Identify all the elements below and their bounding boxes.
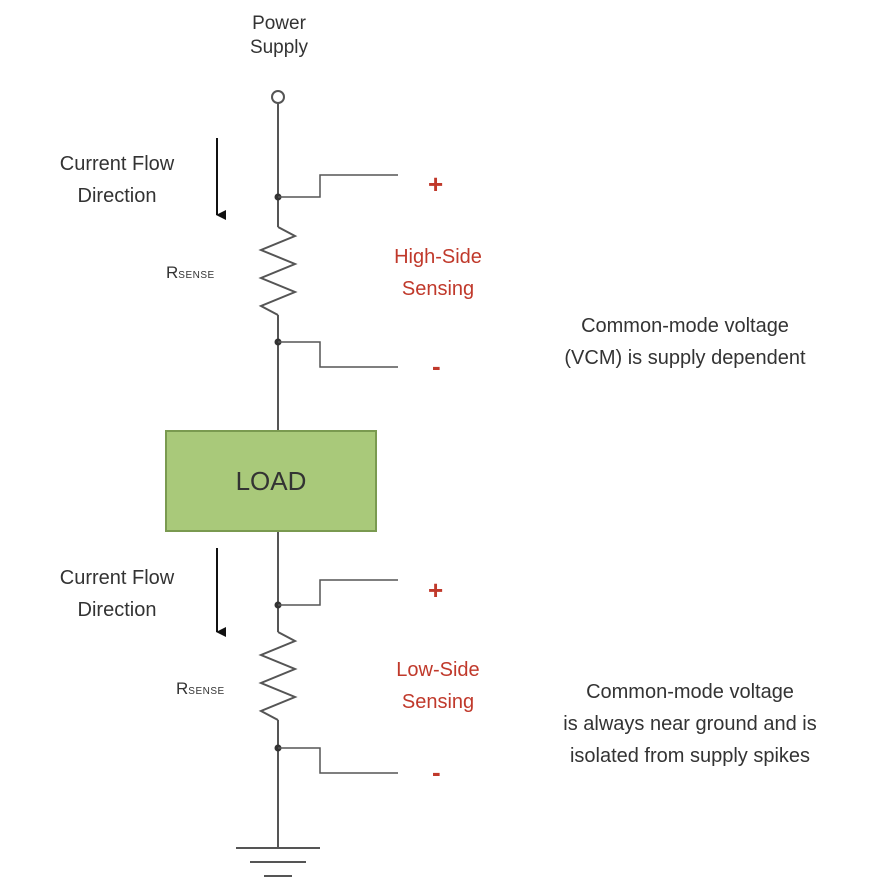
ground-icon bbox=[236, 847, 320, 877]
high-side-minus-sign: - bbox=[432, 351, 441, 381]
power-supply-label: Power Supply bbox=[224, 12, 334, 60]
power-supply-terminal bbox=[271, 90, 285, 104]
power-supply-line1: Power bbox=[252, 13, 306, 34]
low-side-vcm-note-line3: isolated from supply spikes bbox=[569, 745, 811, 767]
low-side-minus-sign: - bbox=[432, 757, 441, 787]
high-side-minus-tap bbox=[278, 341, 398, 368]
low-side-current-flow-label: Current Flow Direction bbox=[32, 562, 202, 626]
low-side-vcm-note-line1: Common-mode voltage bbox=[586, 681, 794, 703]
high-side-rsense-main: R bbox=[166, 263, 179, 282]
high-side-sensing-label: High-Side Sensing bbox=[368, 241, 508, 305]
low-side-plus-sign: + bbox=[428, 575, 444, 605]
low-side-current-flow-line2: Direction bbox=[77, 599, 157, 621]
low-side-plus-tap bbox=[278, 579, 398, 606]
low-side-sensing-label: Low-Side Sensing bbox=[368, 654, 508, 718]
high-side-rsense-label: RSENSE bbox=[166, 262, 215, 283]
low-side-rsense-label: RSENSE bbox=[176, 678, 225, 699]
high-side-sense-resistor bbox=[258, 226, 298, 316]
high-side-plus-tap bbox=[278, 174, 398, 198]
load-block: LOAD bbox=[165, 430, 377, 532]
high-side-current-flow-line1: Current Flow bbox=[59, 153, 175, 175]
high-side-vcm-note: Common-mode voltage (VCM) is supply depe… bbox=[520, 310, 850, 374]
high-side-sensing-line1: High-Side bbox=[394, 246, 482, 268]
high-side-rsense-sub: SENSE bbox=[178, 270, 215, 281]
low-side-sensing-line1: Low-Side bbox=[396, 659, 480, 681]
high-side-vcm-note-line2: (VCM) is supply dependent bbox=[564, 347, 806, 369]
low-side-rsense-main: R bbox=[176, 679, 189, 698]
low-side-vcm-note: Common-mode voltage is always near groun… bbox=[520, 676, 860, 772]
low-side-rsense-sub: SENSE bbox=[188, 686, 225, 697]
high-side-sensing-line2: Sensing bbox=[401, 278, 475, 300]
load-label: LOAD bbox=[235, 465, 307, 496]
power-supply-line2: Supply bbox=[249, 36, 309, 58]
low-side-sensing-line2: Sensing bbox=[401, 691, 475, 713]
low-side-sense-resistor bbox=[258, 631, 298, 721]
high-side-current-flow-line2: Direction bbox=[77, 185, 157, 207]
low-side-current-flow-line1: Current Flow bbox=[59, 567, 175, 589]
high-side-plus-sign: + bbox=[428, 169, 444, 199]
high-side-current-flow-label: Current Flow Direction bbox=[32, 148, 202, 212]
low-side-vcm-note-line2: is always near ground and is bbox=[563, 713, 817, 735]
low-side-minus-tap bbox=[278, 747, 398, 774]
high-side-vcm-note-line1: Common-mode voltage bbox=[581, 315, 789, 337]
